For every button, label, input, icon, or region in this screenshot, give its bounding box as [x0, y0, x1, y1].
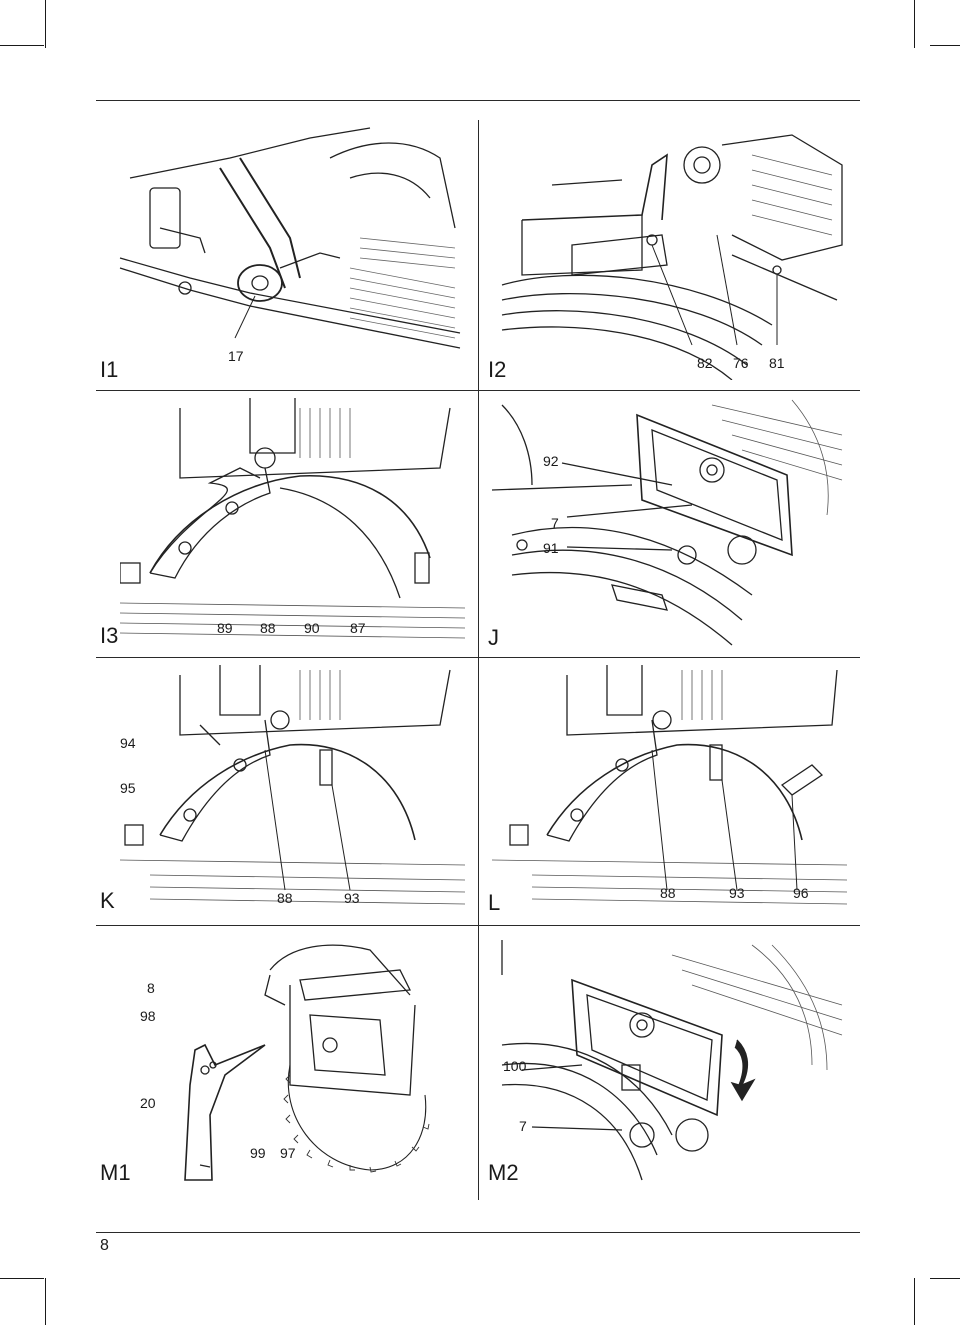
crop-mark	[930, 1278, 960, 1279]
callout-88-l: 88	[660, 885, 676, 901]
crop-mark	[0, 1278, 44, 1279]
callout-96: 96	[793, 885, 809, 901]
panel-label-j: J	[488, 625, 499, 650]
callout-88: 88	[260, 620, 276, 636]
callout-82: 82	[697, 355, 713, 371]
callout-8: 8	[147, 980, 155, 996]
callout-20: 20	[140, 1095, 156, 1111]
panel-label-l: L	[488, 890, 501, 915]
callout-76: 76	[733, 355, 749, 371]
crop-mark	[914, 1278, 915, 1325]
figure-m2	[492, 935, 847, 1185]
row-divider	[96, 925, 860, 926]
panel-label-i1: I1	[100, 357, 119, 382]
callout-99: 99	[250, 1145, 266, 1161]
callout-100: 100	[503, 1058, 527, 1074]
callout-7-m2: 7	[519, 1118, 527, 1134]
panel-label-i3: I3	[100, 623, 119, 648]
panel-label-m1: M1	[100, 1160, 131, 1185]
figure-k	[120, 665, 465, 917]
callout-98: 98	[140, 1008, 156, 1024]
crop-mark	[0, 45, 44, 46]
center-divider	[478, 120, 479, 1200]
crop-mark	[930, 45, 960, 46]
row-divider	[96, 657, 860, 658]
crop-mark	[914, 0, 915, 48]
callout-87: 87	[350, 620, 366, 636]
callout-88-k: 88	[277, 890, 293, 906]
callout-93-l: 93	[729, 885, 745, 901]
panel-label-m2: M2	[488, 1160, 519, 1185]
callout-7-j: 7	[551, 515, 559, 531]
figure-i3	[120, 398, 465, 648]
crop-mark	[45, 1278, 46, 1325]
top-rule	[96, 100, 860, 101]
crop-mark	[45, 0, 46, 48]
callout-92: 92	[543, 453, 559, 469]
figure-i2	[492, 125, 847, 380]
figure-l	[492, 665, 847, 917]
callout-93-k: 93	[344, 890, 360, 906]
callout-17: 17	[228, 348, 244, 364]
callout-89: 89	[217, 620, 233, 636]
row-divider	[96, 390, 860, 391]
callout-91: 91	[543, 540, 559, 556]
callout-95: 95	[120, 780, 136, 796]
panel-label-k: K	[100, 888, 115, 913]
callout-90: 90	[304, 620, 320, 636]
callout-94: 94	[120, 735, 136, 751]
callout-97: 97	[280, 1145, 296, 1161]
page-number: 8	[100, 1237, 109, 1254]
figure-i1	[110, 118, 470, 380]
panel-label-i2: I2	[488, 357, 507, 382]
figure-j	[492, 395, 847, 650]
bottom-rule	[96, 1232, 860, 1233]
figure-m1	[140, 935, 470, 1185]
callout-81: 81	[769, 355, 785, 371]
